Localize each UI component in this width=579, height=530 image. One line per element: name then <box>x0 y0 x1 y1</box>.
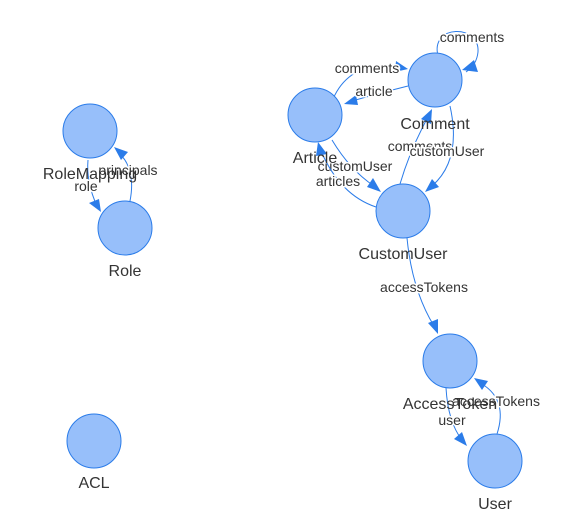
edge-article-comment[interactable]: comments <box>332 59 408 100</box>
node-label-rolemapping: RoleMapping <box>43 166 137 183</box>
edge-comment-comment[interactable]: comments <box>436 28 506 73</box>
edge-customuser-accesstoken[interactable]: accessTokens <box>379 237 469 334</box>
edge-label-accesstokens-user: accessTokens <box>452 393 540 409</box>
node-rolemapping[interactable]: RoleMapping <box>43 103 137 183</box>
edge-article-customuser[interactable]: customUser <box>316 139 394 192</box>
edge-comment-customuser[interactable]: customUser <box>408 105 486 192</box>
node-customuser[interactable]: CustomUser <box>359 183 449 263</box>
node-article[interactable]: Article <box>287 87 343 167</box>
node-label-accesstoken: AccessToken <box>403 396 497 413</box>
edge-label-comments-article: comments <box>335 60 400 76</box>
edge-label-customuser-article: customUser <box>318 158 393 174</box>
edge-label-principals: principals <box>98 162 157 178</box>
node-label-acl: ACL <box>78 475 109 492</box>
node-label-user: User <box>478 496 512 513</box>
edge-label-accesstokens-customuser: accessTokens <box>380 279 468 295</box>
node-label-role: Role <box>109 263 142 280</box>
node-user[interactable]: User <box>467 433 523 513</box>
node-label-comment: Comment <box>400 116 470 133</box>
node-acl[interactable]: ACL <box>66 413 122 492</box>
edge-label-articles: articles <box>316 173 360 189</box>
edge-label-customuser-comment: customUser <box>410 143 485 159</box>
edge-rolemapping-role[interactable]: role <box>73 159 101 212</box>
edge-label-comments-self: comments <box>440 29 505 45</box>
edge-label-role: role <box>74 178 98 194</box>
node-label-customuser: CustomUser <box>359 246 449 263</box>
node-role[interactable]: Role <box>97 200 153 280</box>
edge-customuser-comment[interactable]: comments <box>386 109 454 185</box>
node-accesstoken[interactable]: AccessToken <box>403 333 497 413</box>
node-comment[interactable]: Comment <box>400 52 470 133</box>
edge-customuser-article[interactable]: articles <box>314 142 377 208</box>
edge-comment-article[interactable]: article <box>344 82 409 105</box>
edge-label-article: article <box>355 83 393 99</box>
edge-user-accesstoken[interactable]: accessTokens <box>451 378 541 435</box>
edge-role-rolemapping[interactable]: principals <box>97 147 159 202</box>
edge-label-user: user <box>438 412 466 428</box>
node-label-article: Article <box>293 150 338 167</box>
edge-label-comments-customuser: comments <box>388 138 453 154</box>
edge-accesstoken-user[interactable]: user <box>437 387 467 446</box>
